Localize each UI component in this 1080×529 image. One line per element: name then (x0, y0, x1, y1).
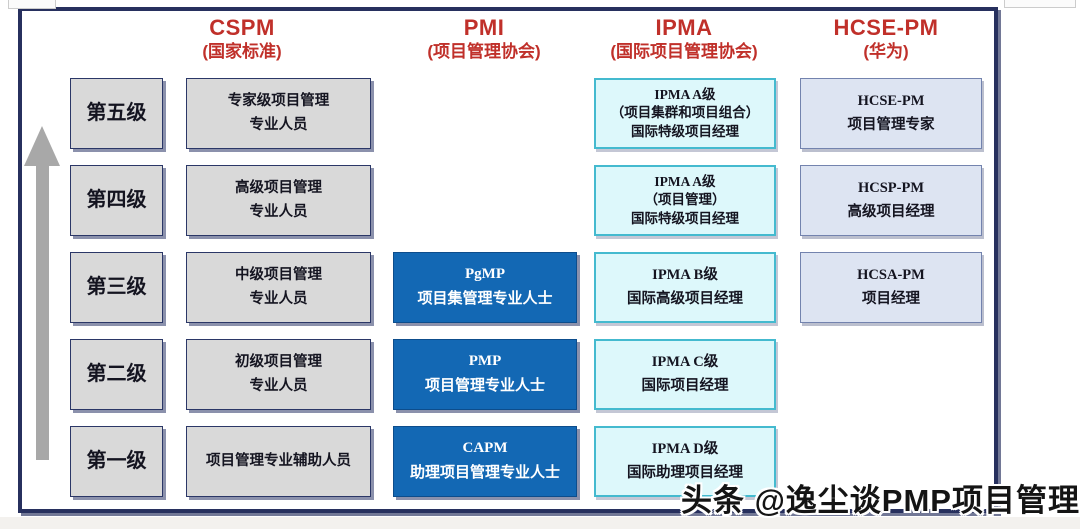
box-text-line: 专业人员 (249, 291, 308, 307)
cspm-box-level4: 高级项目管理 专业人员 (186, 165, 371, 236)
box-text-line: 助理项目管理专业人士 (409, 465, 560, 481)
box-text-line: 高级项目管理 (235, 179, 322, 196)
box-text-line: 高级项目经理 (847, 204, 935, 220)
header-zh: (国际项目管理协会) (610, 42, 758, 61)
hcse-box-hcsp: HCSP-PM 高级项目经理 (800, 165, 982, 236)
box-text-line: 国际高级项目经理 (627, 291, 743, 307)
header-en: IPMA (655, 15, 713, 40)
cspm-box-level1: 项目管理专业辅助人员 (186, 426, 371, 497)
column-header-cspm: CSPM (国家标准) (142, 15, 342, 63)
up-arrow-head (24, 126, 60, 166)
level-box-2: 第二级 (70, 339, 163, 410)
level-label: 第四级 (86, 189, 147, 211)
box-text-line: （项目集群和项目组合） (610, 105, 760, 121)
level-label: 第二级 (86, 363, 147, 385)
box-text-line: 专家级项目管理 (227, 92, 330, 109)
pmi-box-pgmp: PgMP 项目集管理专业人士 (393, 252, 577, 323)
box-text-line: 专业人员 (249, 204, 308, 220)
header-en: CSPM (209, 15, 275, 40)
box-text-line: IPMA A级 (654, 174, 716, 190)
pmi-box-pmp: PMP 项目管理专业人士 (393, 339, 577, 410)
column-header-hcse: HCSE-PM (华为) (786, 15, 986, 63)
box-text-line: 项目经理 (862, 291, 920, 307)
header-zh: (项目管理协会) (427, 42, 541, 61)
box-text-line: HCSA-PM (857, 266, 925, 283)
box-text-line: PgMP (465, 266, 505, 283)
ipma-box-d: IPMA D级 国际助理项目经理 (594, 426, 776, 497)
column-header-pmi: PMI (项目管理协会) (384, 15, 584, 63)
level-box-1: 第一级 (70, 426, 163, 497)
box-text-line: 中级项目管理 (235, 266, 322, 283)
box-text-line: HCSE-PM (857, 92, 925, 109)
up-arrow-shaft (35, 166, 49, 460)
box-text-line: IPMA D级 (651, 440, 719, 457)
ipma-box-a-program: IPMA A级 （项目集群和项目组合） 国际特级项目经理 (594, 78, 776, 149)
ipma-box-b: IPMA B级 国际高级项目经理 (594, 252, 776, 323)
header-zh: (华为) (863, 42, 909, 61)
box-text-line: 国际助理项目经理 (627, 465, 743, 481)
cspm-box-level2: 初级项目管理 专业人员 (186, 339, 371, 410)
ipma-box-c: IPMA C级 国际项目经理 (594, 339, 776, 410)
box-text-line: 国际项目经理 (641, 378, 729, 394)
level-box-3: 第三级 (70, 252, 163, 323)
box-text-line: （项目管理） (644, 192, 726, 208)
column-header-ipma: IPMA (国际项目管理协会) (564, 15, 804, 63)
box-text-line: PMP (468, 353, 502, 370)
box-text-line: 初级项目管理 (235, 353, 322, 370)
box-text-line: IPMA A级 (654, 87, 716, 103)
corner-artifact-right (1004, 0, 1076, 8)
box-text-line: HCSP-PM (857, 179, 925, 196)
box-text-line: 国际特级项目经理 (631, 123, 739, 139)
ipma-box-a-project: IPMA A级 （项目管理） 国际特级项目经理 (594, 165, 776, 236)
box-text-line: 项目管理专家 (847, 117, 935, 133)
box-text-line: 专业人员 (249, 117, 308, 133)
header-en: PMI (463, 15, 505, 40)
header-zh: (国家标准) (202, 42, 282, 61)
box-text-line: 项目集管理专业人士 (417, 291, 553, 307)
pmi-box-capm: CAPM 助理项目管理专业人士 (393, 426, 577, 497)
level-label: 第五级 (86, 102, 147, 124)
cspm-box-level3: 中级项目管理 专业人员 (186, 252, 371, 323)
level-label: 第三级 (86, 276, 147, 298)
box-text-line: IPMA C级 (651, 353, 719, 370)
box-text-line: 项目管理专业人士 (424, 378, 545, 394)
level-box-4: 第四级 (70, 165, 163, 236)
hcse-box-hcsa: HCSA-PM 项目经理 (800, 252, 982, 323)
cspm-box-level5: 专家级项目管理 专业人员 (186, 78, 371, 149)
bottom-strip (0, 517, 1080, 529)
level-box-5: 第五级 (70, 78, 163, 149)
up-arrow-icon (24, 126, 60, 462)
box-text-line: 专业人员 (249, 378, 308, 394)
hcse-box-expert: HCSE-PM 项目管理专家 (800, 78, 982, 149)
box-text-line: 国际特级项目经理 (631, 210, 739, 226)
level-label: 第一级 (86, 450, 147, 472)
box-text-line: CAPM (462, 440, 508, 457)
box-text-line: 项目管理专业辅助人员 (206, 452, 351, 469)
box-text-line: IPMA B级 (652, 266, 718, 283)
corner-artifact-left (8, 0, 56, 9)
header-en: HCSE-PM (833, 15, 939, 40)
watermark-text: 头条 @逸尘谈PMP项目管理 (680, 483, 1080, 518)
